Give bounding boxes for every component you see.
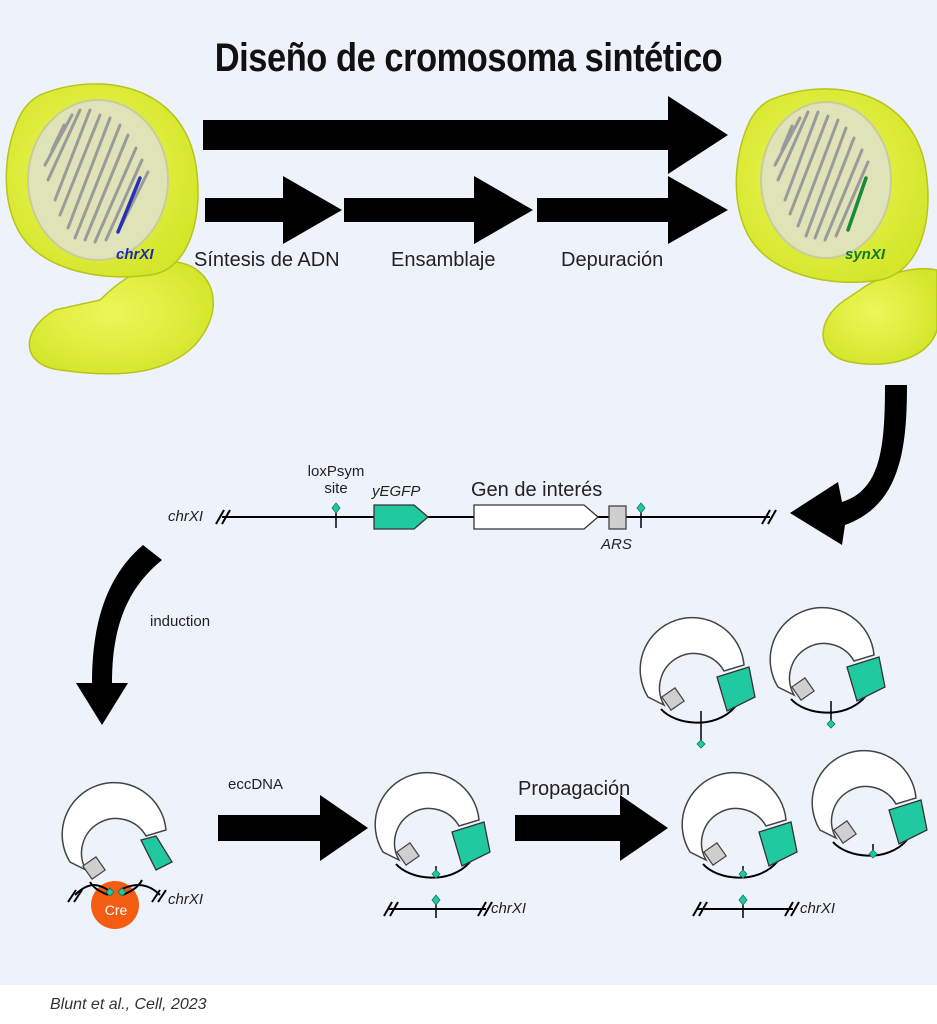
eccdna-copy-4 [811,749,928,859]
arrow-to-construct [790,385,907,545]
eccdna-copy-2 [769,606,886,729]
native-chromosome-label: chrXI [116,246,154,263]
induction-label: induction [150,613,211,630]
step-synthesis-label: Síntesis de ADN [194,249,340,271]
chromosome-bundle-native [43,108,150,244]
citation-credit: Blunt et al., Cell, 2023 [50,996,207,1013]
yeast-cell-native [5,83,214,375]
eccdna-copy-3 [681,771,800,918]
step-debugging-label: Depuración [561,249,664,271]
eccdna-label: eccDNA [228,776,284,793]
cre-label: Cre [104,902,128,918]
loxpsym-label-line1: loxPsym [307,463,365,480]
synthetic-chromosome-highlight [846,176,868,232]
ars-block [608,505,627,530]
gene-of-interest-label: Gen de interés [471,479,603,501]
synthetic-chromosome-label: synXI [845,246,886,263]
arrow-eccdna [218,795,368,861]
arrow-assembly [344,176,533,244]
loxpsym-label: loxPsym site [304,463,368,497]
chromosome-bundle-synthetic [773,110,870,242]
arrow-propagation [515,795,668,861]
arrow-synthesis [205,176,342,244]
loxpsym-label-line2: site [324,480,348,497]
recombination-chromosome-label: chrXI [168,891,204,908]
recombination-event [61,781,173,929]
figure-title: Diseño de cromosoma sintético [214,36,723,80]
propagation-chromosome-label: chrXI [800,900,836,917]
diagram-canvas [5,83,937,929]
arrow-induction [76,545,162,725]
eccdna-copy-1 [639,616,756,749]
arrow-overall [203,96,728,174]
ars-label: ARS [601,536,632,553]
construct-chromosome-label: chrXI [168,508,204,525]
step-assembly-label: Ensamblaje [391,249,496,271]
yegfp-block [373,504,429,530]
native-chromosome-highlight [116,176,142,234]
eccdna-chromosome-label: chrXI [491,900,527,917]
gene-of-interest-block [473,504,599,530]
propagation-label: Propagación [518,778,631,800]
yegfp-label: yEGFP [372,483,421,500]
yeast-cell-synthetic [735,88,937,365]
construct-map [215,502,777,530]
loxpsym-site-2 [636,502,646,514]
loxpsym-site-1 [331,502,341,514]
arrow-debugging [537,176,728,244]
eccdna-circle [374,771,493,918]
